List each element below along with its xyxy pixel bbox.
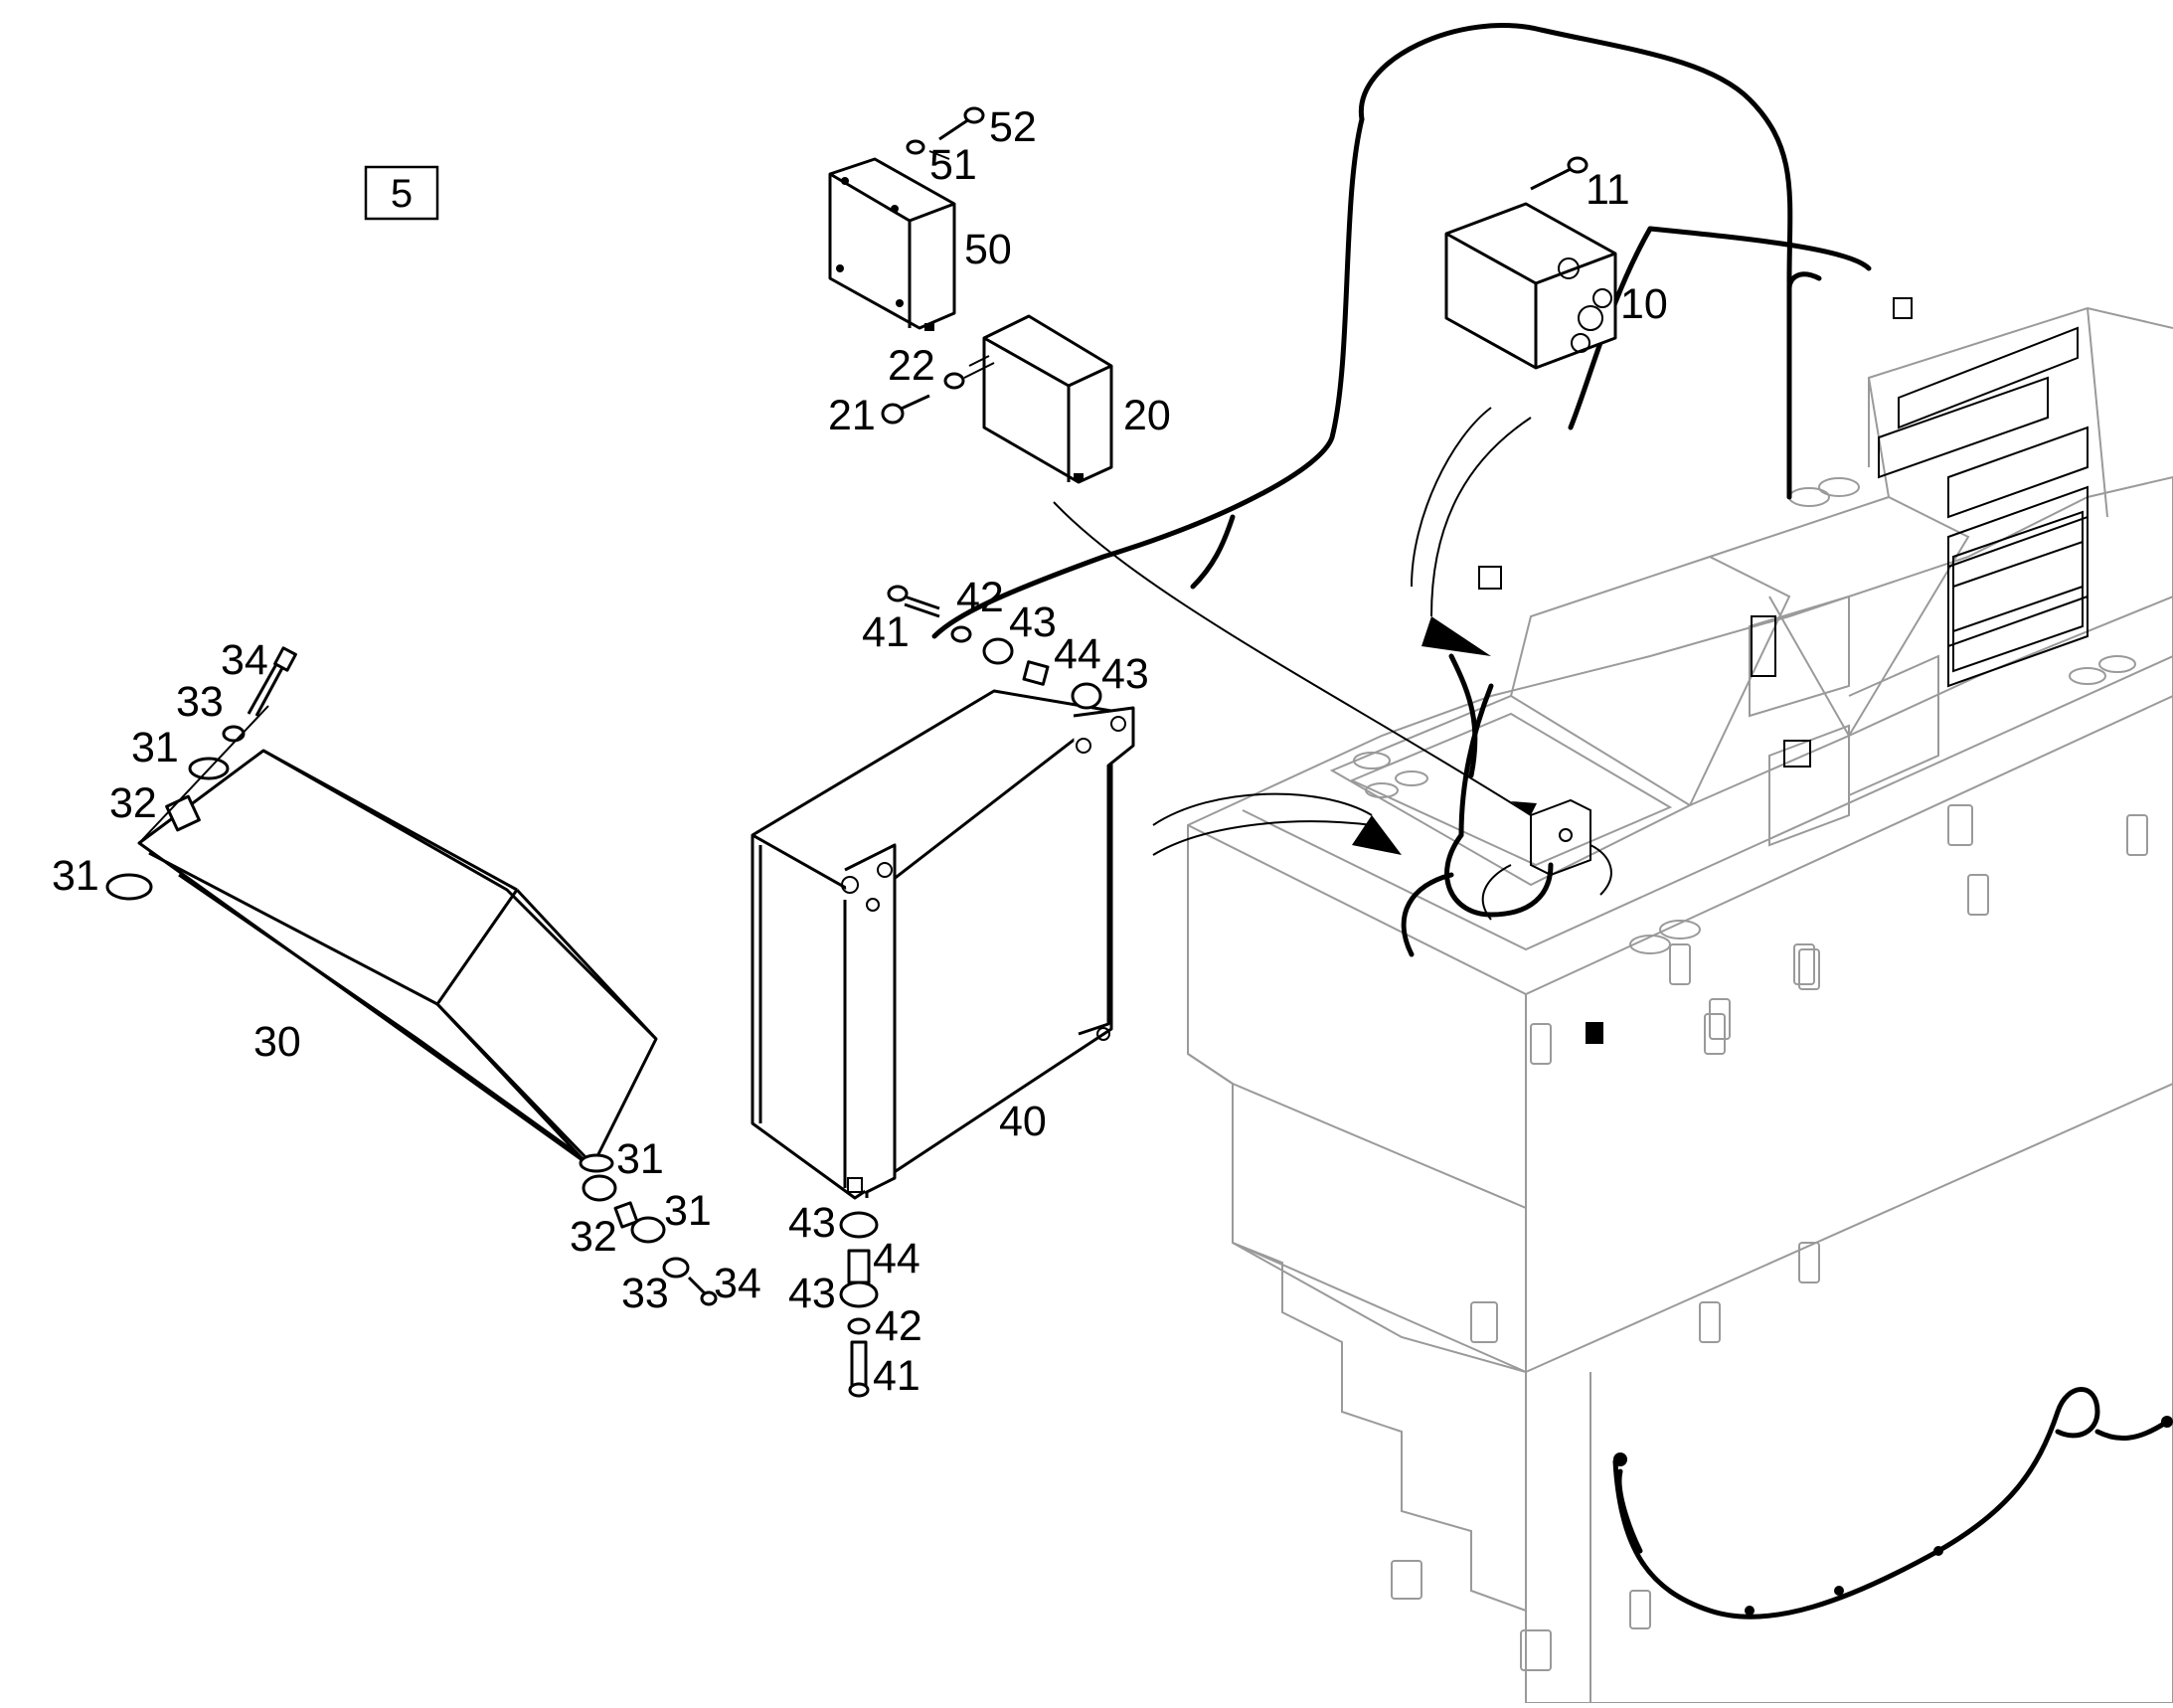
callout-31-bottom-b: 31 (664, 1187, 712, 1235)
callout-31-bottom-a: 31 (616, 1135, 664, 1183)
callout-31-top: 31 (131, 724, 179, 771)
callout-11: 11 (1586, 166, 1630, 214)
part-31-spacer-bottom-b (630, 1216, 666, 1244)
part-43-spacer-top-b (1071, 682, 1102, 710)
part-33-washer-bottom (662, 1257, 690, 1279)
part-31-spacer-left (105, 873, 153, 901)
callout-51: 51 (929, 141, 977, 189)
part-51-washer (906, 139, 925, 155)
callout-22: 22 (888, 342, 935, 390)
part-11-screw (1530, 156, 1588, 191)
part-20-cover (982, 314, 1113, 484)
part-43-spacer-bottom-a (839, 1211, 879, 1239)
part-33-washer-top (222, 725, 246, 743)
part-31-spacer-bottom (582, 1174, 617, 1202)
part-41-bolt-bottom (848, 1340, 870, 1398)
callout-33-bottom: 33 (621, 1270, 669, 1317)
assembly-direction-arrows (1053, 407, 1537, 856)
part-43-spacer-top-a (982, 637, 1014, 665)
part-22-washer (943, 362, 995, 390)
callout-20: 20 (1123, 392, 1171, 439)
part-42-washer-top (950, 625, 972, 643)
callout-50: 50 (964, 226, 1012, 273)
callout-44-bottom: 44 (873, 1235, 920, 1282)
frame-label: 5 (364, 165, 439, 221)
part-10-junction-box (1444, 202, 1617, 370)
callout-44-top: 44 (1054, 630, 1101, 678)
part-52-screw (938, 106, 985, 141)
callout-41-bottom: 41 (873, 1352, 920, 1400)
machine-housing (1187, 306, 2173, 1704)
control-panel-modules (1878, 326, 2089, 688)
callout-34-bottom: 34 (714, 1260, 761, 1307)
callout-10: 10 (1620, 280, 1668, 328)
part-34-bolt-top (247, 646, 297, 717)
callout-21: 21 (828, 392, 876, 439)
part-43-spacer-bottom-b (839, 1281, 879, 1308)
part-44-sleeve-top (1022, 660, 1050, 686)
callout-43-top-a: 43 (1009, 598, 1057, 646)
part-32-sleeve-bottom (613, 1201, 639, 1229)
callout-32-bottom: 32 (570, 1213, 617, 1261)
wiring-harness (931, 23, 2173, 1620)
callout-30: 30 (253, 1018, 301, 1066)
part-42-washer-bottom (847, 1317, 871, 1335)
callout-42-bottom: 42 (875, 1302, 922, 1350)
callout-43-top-b: 43 (1101, 650, 1149, 698)
callout-52: 52 (989, 103, 1037, 151)
part-21-screw (881, 394, 930, 425)
part-40-cabinet (751, 689, 1135, 1200)
callout-42-top: 42 (956, 574, 1004, 621)
leader-lines (928, 150, 990, 367)
frame-label-text: 5 (391, 172, 413, 216)
callout-labels: 52 51 50 22 21 20 11 10 34 33 31 32 31 3… (52, 103, 1668, 1400)
callout-31-left: 31 (52, 852, 99, 900)
part-34-bolt-bottom (687, 1276, 718, 1306)
callout-34-top: 34 (221, 636, 268, 684)
part-50-enclosure (828, 157, 956, 331)
part-41-bolt-top (887, 585, 940, 618)
part-30-bracket (137, 749, 658, 1173)
callout-32-top: 32 (109, 779, 157, 827)
callout-40: 40 (999, 1098, 1047, 1145)
callout-33-top: 33 (176, 678, 224, 726)
callout-41-top: 41 (862, 608, 910, 656)
part-44-sleeve-bottom (847, 1249, 871, 1284)
callout-43-bottom-b: 43 (788, 1270, 836, 1317)
callout-43-bottom-a: 43 (788, 1199, 836, 1247)
